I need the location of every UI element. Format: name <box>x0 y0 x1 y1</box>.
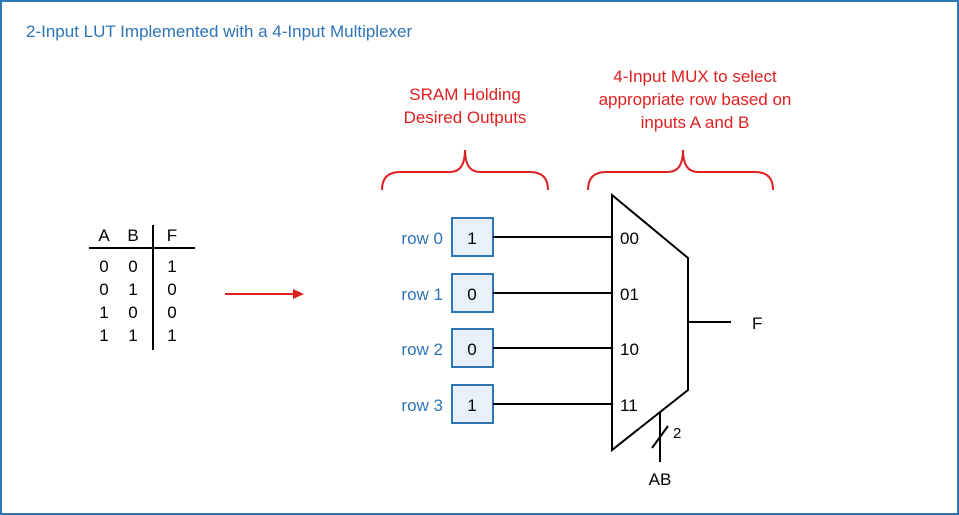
row-label: row 0 <box>401 229 443 248</box>
bus-width-label: 2 <box>673 425 681 442</box>
row-label: row 1 <box>401 285 443 304</box>
mux-select-code: 01 <box>620 285 639 304</box>
tt-header-a: A <box>98 226 110 245</box>
tt-cell: 1 <box>167 257 176 276</box>
tt-cell: 0 <box>128 257 137 276</box>
tt-row: 0 0 1 <box>99 257 176 276</box>
tt-header-f: F <box>167 226 177 245</box>
tt-cell: 1 <box>99 326 108 345</box>
truth-table: A B F 0 0 1 0 1 0 1 0 0 1 1 1 <box>89 225 195 350</box>
mux-annotation: 4-Input MUX to select appropriate row ba… <box>587 67 792 191</box>
mux-label-line: 4-Input MUX to select <box>613 67 777 86</box>
tt-row: 1 0 0 <box>99 303 176 322</box>
right-arrow-icon <box>225 289 304 299</box>
sram-annotation: SRAM Holding Desired Outputs <box>381 85 549 191</box>
row-label: row 2 <box>401 340 443 359</box>
tt-cell: 1 <box>99 303 108 322</box>
mux-label-line: inputs A and B <box>641 113 750 132</box>
sram-row: row 1 0 <box>401 273 612 313</box>
sram-label-line: SRAM Holding <box>409 85 521 104</box>
mux-body <box>611 192 689 453</box>
sram-cell <box>451 384 494 424</box>
sram-cell <box>451 273 494 313</box>
mux-select-code: 00 <box>620 229 639 248</box>
tt-cell: 1 <box>128 326 137 345</box>
mux-label-line: appropriate row based on <box>599 90 792 109</box>
tt-cell: 0 <box>99 257 108 276</box>
sram-cell-value: 1 <box>467 396 476 415</box>
tt-cell: 0 <box>99 280 108 299</box>
mux-select-code: 11 <box>620 396 638 415</box>
output-label: F <box>752 314 762 333</box>
tt-cell: 0 <box>128 303 137 322</box>
row-label: row 3 <box>401 396 443 415</box>
sram-row: row 2 0 <box>401 328 612 368</box>
sram-label-line: Desired Outputs <box>404 108 527 127</box>
sram-row: row 0 1 <box>401 217 612 257</box>
sram-row: row 3 1 <box>401 384 612 424</box>
tt-cell: 1 <box>128 280 137 299</box>
mux-select-code: 10 <box>620 340 639 359</box>
sram-cell-value: 0 <box>467 285 476 304</box>
tt-header-b: B <box>127 226 138 245</box>
sram-cell-value: 1 <box>467 229 476 248</box>
sram-brace-icon <box>381 149 549 191</box>
mux-brace-icon <box>587 149 774 191</box>
select-input-label: AB <box>649 470 672 489</box>
tt-row: 0 1 0 <box>99 280 176 299</box>
tt-cell: 0 <box>167 303 176 322</box>
bus-slash-icon <box>651 425 669 449</box>
tt-cell: 1 <box>167 326 176 345</box>
sram-cell-value: 0 <box>467 340 476 359</box>
tt-row: 1 1 1 <box>99 326 176 345</box>
tt-cell: 0 <box>167 280 176 299</box>
diagram-title: 2-Input LUT Implemented with a 4-Input M… <box>26 22 413 41</box>
